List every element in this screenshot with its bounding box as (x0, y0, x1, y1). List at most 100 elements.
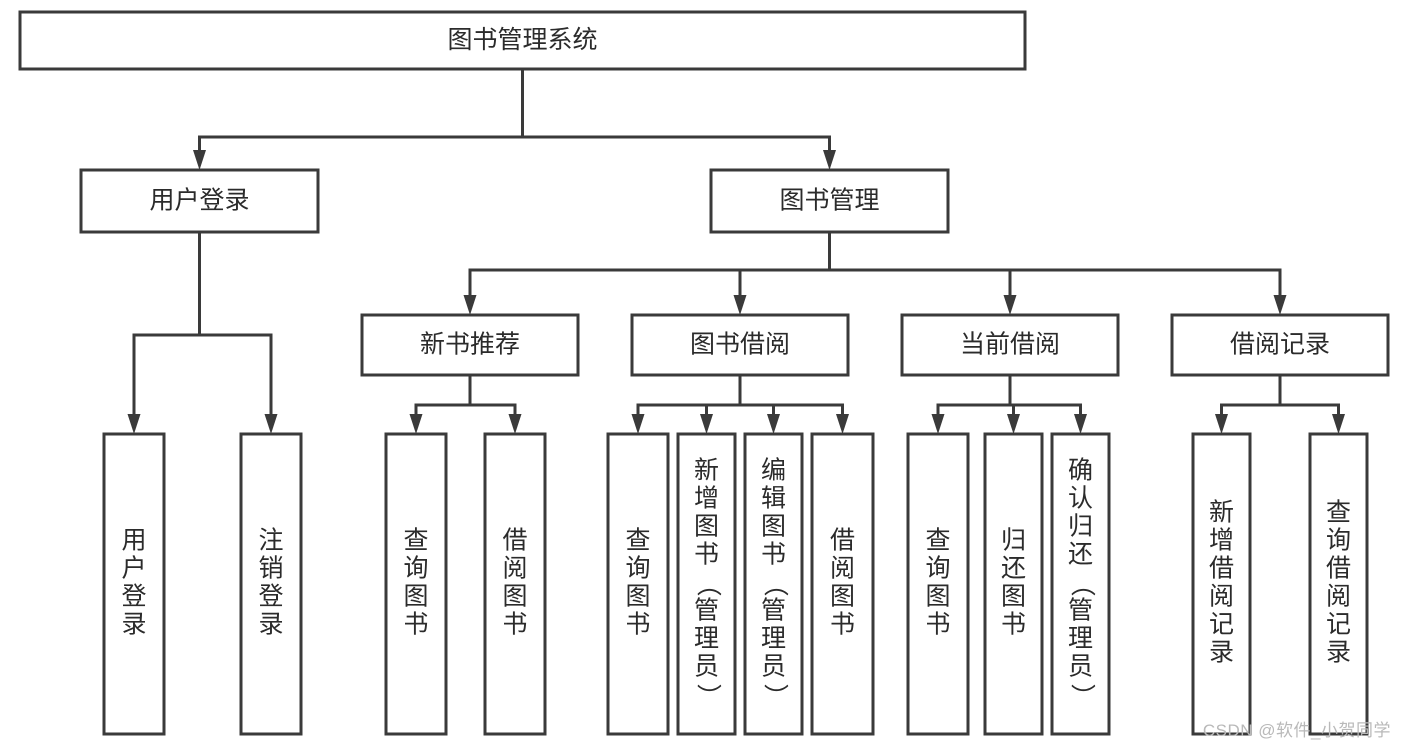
arrow-head-icon (1003, 295, 1017, 315)
node-label-char: （ (761, 571, 789, 596)
node-label-char: 询 (625, 555, 650, 583)
node-layer: 图书管理系统用户登录图书管理新书推荐图书借阅当前借阅借阅记录用户登录注销登录查询… (18, 10, 1390, 736)
node-book-manage[interactable]: 图书管理 (709, 168, 950, 234)
node-label: 图书借阅 (690, 331, 790, 359)
node-leaf-user-login[interactable]: 用户登录 (102, 432, 166, 736)
node-label-char: 图 (1001, 583, 1026, 611)
node-box-leaf-query-book-nb (384, 432, 448, 736)
node-label-char: 书 (925, 611, 950, 639)
edge-group-new-book-recommend (409, 373, 522, 434)
node-label-char: 辑 (761, 485, 786, 513)
arrow-head-icon (127, 414, 141, 434)
node-box-leaf-add-book (676, 432, 737, 736)
node-label-char: 员 (761, 653, 786, 681)
node-root[interactable]: 图书管理系统 (18, 10, 1027, 71)
node-label: 新书推荐 (420, 331, 520, 359)
node-label-char: 登 (121, 583, 146, 611)
node-label-char: ） (761, 683, 789, 708)
arrow-head-icon (1074, 414, 1087, 434)
arrow-head-icon (264, 414, 278, 434)
node-label-char: （ (694, 571, 722, 596)
edge-group-root (193, 67, 836, 170)
node-label-char: 新 (694, 457, 719, 485)
arrow-head-icon (463, 295, 477, 315)
node-borrow-record[interactable]: 借阅记录 (1170, 313, 1390, 377)
node-label-char: 录 (258, 611, 283, 639)
edge-group-borrow-record (1215, 373, 1345, 434)
node-label-char: 书 (403, 611, 428, 639)
node-label-char: 图 (625, 583, 650, 611)
node-box-leaf-query-book-cb (906, 432, 970, 736)
arrow-head-icon (700, 414, 713, 434)
node-box-leaf-borrow-book-bb (810, 432, 875, 736)
arrow-head-icon (409, 414, 423, 434)
node-new-book-recommend[interactable]: 新书推荐 (360, 313, 580, 377)
node-label-char: 书 (694, 541, 719, 569)
arrow-head-icon (836, 414, 849, 434)
node-box-leaf-query-book-bb (606, 432, 670, 736)
edge-group-current-borrow (931, 373, 1087, 434)
node-label-char: 确 (1068, 457, 1093, 485)
arrow-head-icon (193, 150, 206, 170)
node-label-char: 还 (1068, 541, 1093, 569)
node-box-root (18, 10, 1027, 71)
node-label: 用户登录 (149, 187, 249, 215)
node-label-char: 查 (925, 527, 950, 555)
node-box-current-borrow (900, 313, 1120, 377)
arrow-head-icon (767, 414, 780, 434)
node-label-char: 图 (694, 513, 719, 541)
node-label-char: 理 (1068, 625, 1093, 653)
edge-group-book-borrow (631, 373, 849, 434)
node-label-char: 员 (1068, 653, 1093, 681)
arrow-head-icon (1273, 295, 1287, 315)
node-box-book-borrow (630, 313, 850, 377)
node-box-new-book-recommend (360, 313, 580, 377)
node-label-char: 图 (502, 583, 527, 611)
node-label-char: 借 (1209, 555, 1234, 583)
node-label-char: 阅 (502, 555, 527, 583)
node-label-char: 录 (1209, 639, 1234, 667)
node-label-char: 归 (1001, 527, 1026, 555)
node-label-char: 书 (502, 611, 527, 639)
node-label-char: 阅 (830, 555, 855, 583)
node-box-leaf-return-book (983, 432, 1044, 736)
arrow-head-icon (931, 414, 945, 434)
node-label-char: 增 (694, 485, 719, 513)
node-label-char: 阅 (1209, 583, 1234, 611)
node-label-char: 理 (761, 625, 786, 653)
node-label-char: （ (1068, 571, 1096, 596)
node-box-leaf-borrow-book-nb (483, 432, 547, 736)
node-label-char: 增 (1209, 527, 1234, 555)
node-user-login[interactable]: 用户登录 (79, 168, 320, 234)
csdn-watermark: CSDN @软件_小贺同学 (1202, 721, 1391, 740)
arrow-head-icon (823, 150, 836, 170)
node-label-char: 借 (1326, 555, 1351, 583)
node-label-char: 新 (1209, 499, 1234, 527)
node-box-leaf-query-record (1308, 432, 1369, 736)
node-label-char: 询 (925, 555, 950, 583)
arrow-head-icon (508, 414, 522, 434)
node-label-char: 登 (258, 583, 283, 611)
node-label-char: 销 (258, 555, 283, 583)
node-current-borrow[interactable]: 当前借阅 (900, 313, 1120, 377)
node-box-leaf-confirm-return (1050, 432, 1111, 736)
node-box-leaf-add-record (1191, 432, 1252, 736)
node-label-char: 编 (761, 457, 786, 485)
node-label-char: 查 (625, 527, 650, 555)
node-book-borrow[interactable]: 图书借阅 (630, 313, 850, 377)
connector-layer (127, 67, 1345, 434)
node-label-char: 还 (1001, 555, 1026, 583)
node-label-char: 注 (258, 527, 283, 555)
